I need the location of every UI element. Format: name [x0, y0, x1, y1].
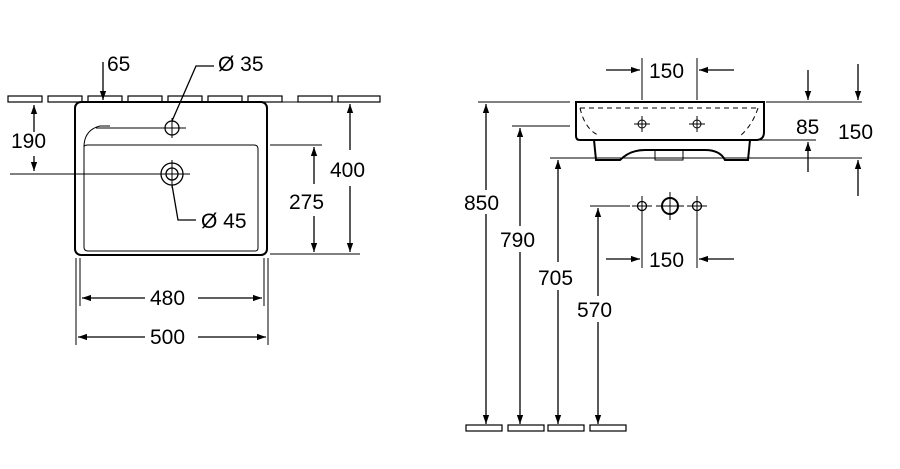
tap-hole-pattern [632, 192, 707, 220]
label-190: 190 [11, 130, 46, 153]
dim-150-holes: 150 [606, 214, 734, 272]
wall-strip-top [7, 95, 381, 103]
label-790: 790 [500, 229, 535, 252]
floor-strip [465, 424, 627, 432]
label-275: 275 [289, 191, 324, 214]
dim-dia35: Ø 35 [171, 53, 264, 122]
label-150-right: 150 [838, 121, 873, 144]
dim-850: 850 [464, 101, 570, 424]
dim-150-top: 150 [606, 58, 734, 100]
label-850: 850 [464, 192, 499, 215]
label-400: 400 [330, 159, 365, 182]
dim-480: 480 [79, 258, 265, 310]
dim-190: 190 [10, 105, 120, 175]
basin-side-profile [575, 101, 765, 161]
label-65: 65 [107, 53, 130, 76]
side-view: 150 85 150 850 790 [464, 58, 873, 432]
label-dia45: Ø 45 [201, 210, 247, 233]
top-view: 65 Ø 35 190 400 275 [7, 53, 381, 349]
basin-outline [74, 101, 268, 256]
dim-705: 705 [538, 160, 573, 424]
label-dia35: Ø 35 [218, 53, 264, 76]
label-500: 500 [150, 326, 185, 349]
dim-65: 65 [99, 53, 130, 100]
dim-500: 500 [75, 258, 269, 349]
dim-400: 400 [270, 101, 365, 255]
label-705: 705 [538, 267, 573, 290]
dim-150-right: 150 [550, 64, 873, 196]
label-85: 85 [796, 116, 819, 139]
dim-570: 570 [577, 205, 630, 424]
dim-85: 85 [752, 70, 862, 172]
dim-790: 790 [500, 125, 570, 424]
dim-275: 275 [270, 144, 324, 252]
label-570: 570 [577, 299, 612, 322]
label-480: 480 [150, 287, 185, 310]
dim-dia45: Ø 45 [171, 184, 247, 233]
label-150-top: 150 [649, 60, 684, 83]
label-150-holes: 150 [649, 249, 684, 272]
